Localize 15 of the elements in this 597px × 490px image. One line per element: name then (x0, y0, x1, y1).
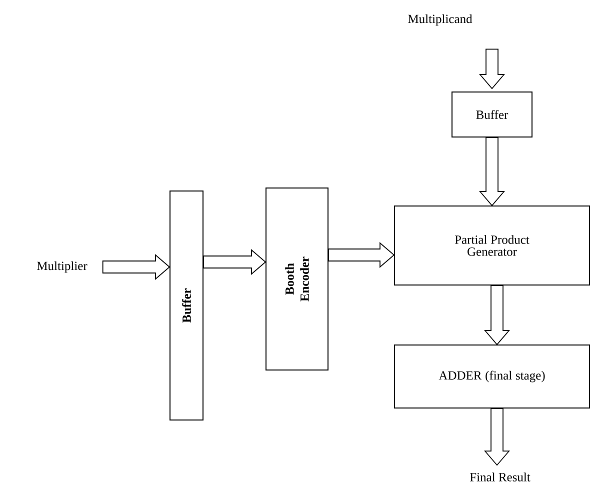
arrow (484, 408, 510, 466)
arrow (479, 137, 505, 206)
process-box: Buffer (170, 190, 204, 420)
process-box: ADDER (final stage) (394, 344, 590, 408)
process-box: Partial Product Generator (394, 206, 590, 286)
arrow (203, 249, 266, 275)
arrow (479, 48, 505, 90)
process-box: Booth Encoder (266, 188, 328, 370)
process-box: Buffer (452, 92, 532, 138)
arrow (328, 242, 395, 268)
input-label: Multiplicand (408, 14, 472, 26)
arrow (484, 285, 510, 346)
input-label: Final Result (470, 472, 530, 482)
input-label: Multiplier (37, 261, 88, 273)
arrow (102, 254, 170, 280)
